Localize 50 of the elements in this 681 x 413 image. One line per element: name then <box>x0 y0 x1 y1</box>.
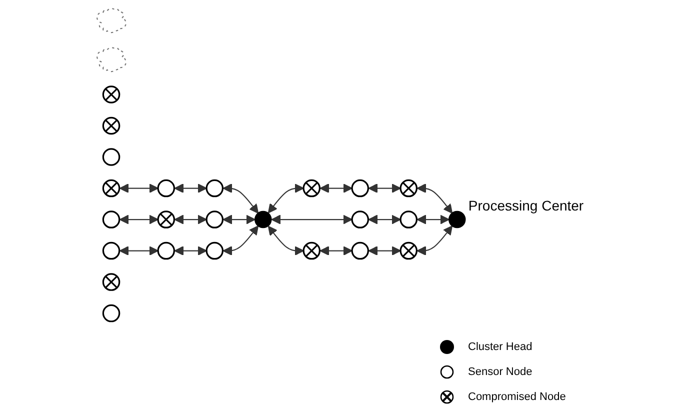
double-headed-arrow <box>368 184 401 194</box>
node-caption: Processing Center <box>468 197 584 214</box>
sensor-node-circle <box>102 242 120 260</box>
double-headed-arrow <box>416 226 453 256</box>
compromised-node-circle <box>302 179 321 198</box>
cluster-head-circle <box>448 210 466 228</box>
sensor-node-circle <box>102 210 120 228</box>
double-headed-arrow <box>174 184 207 194</box>
double-headed-arrow <box>174 214 207 224</box>
double-headed-arrow <box>174 246 207 256</box>
sensor-node-circle <box>157 179 176 198</box>
double-headed-arrow <box>416 184 453 214</box>
compromised-node-circle <box>157 210 176 228</box>
legend-label: Compromised Node <box>468 390 566 402</box>
compromised-node-circle <box>302 242 321 260</box>
cluster-head-circle <box>254 210 272 228</box>
sensor-node-circle <box>400 210 418 228</box>
compromised-node-circle <box>400 179 418 198</box>
sensor-node-circle <box>102 304 120 322</box>
double-headed-arrow <box>268 184 304 214</box>
double-headed-arrow <box>268 226 304 256</box>
sensor-node-circle <box>206 210 224 228</box>
sensor-node-circle <box>206 179 224 198</box>
double-headed-arrow <box>368 246 401 256</box>
double-headed-arrow <box>271 214 352 224</box>
double-headed-arrow <box>320 246 352 256</box>
cloud-shape <box>96 47 126 72</box>
legend-label: Sensor Node <box>468 366 532 378</box>
compromised-node-circle <box>102 273 120 291</box>
double-headed-arrow <box>119 246 158 256</box>
double-headed-arrow <box>119 184 158 194</box>
compromised-node-circle <box>400 242 418 260</box>
double-headed-arrow <box>222 226 259 256</box>
sensor-node-circle <box>351 242 370 260</box>
sensor-node-circle <box>102 148 120 166</box>
compromised-node-circle <box>102 179 120 198</box>
sensor-node-circle <box>157 242 176 260</box>
cloud-shape <box>96 8 126 34</box>
legend-label: Cluster Head <box>468 340 532 352</box>
compromised-node-circle <box>102 116 120 135</box>
double-headed-arrow <box>416 214 450 224</box>
double-headed-arrow <box>368 214 401 224</box>
double-headed-arrow <box>320 184 352 194</box>
double-headed-arrow <box>222 214 256 224</box>
sensor-node-circle <box>351 179 370 198</box>
sensor-node-circle <box>206 242 224 260</box>
double-headed-arrow <box>222 184 259 214</box>
compromised-node-circle <box>102 86 120 104</box>
double-headed-arrow <box>119 214 158 224</box>
sensor-node-circle <box>351 210 370 228</box>
